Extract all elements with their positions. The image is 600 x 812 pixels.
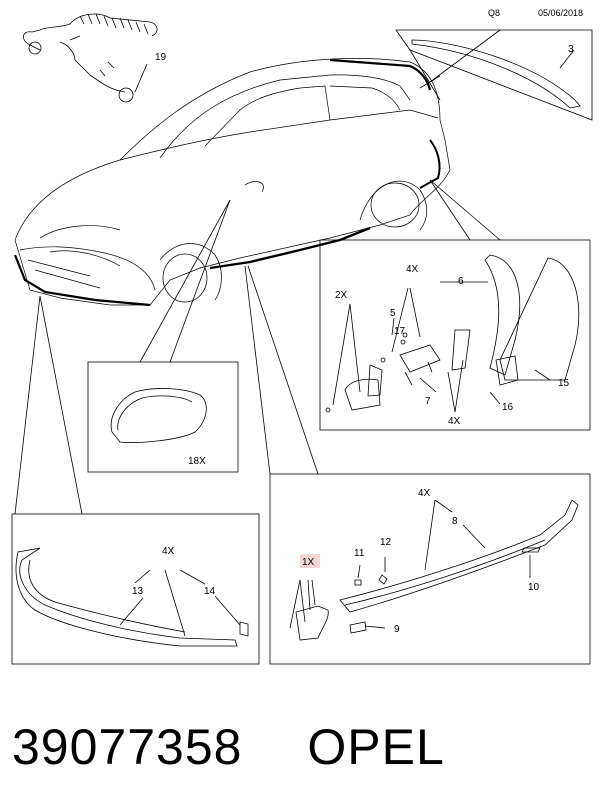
callout-14: 14	[204, 586, 216, 597]
callout-2x: 2X	[335, 290, 348, 301]
callout-4x-side: 4X	[418, 488, 431, 499]
diagram-code: Q8	[488, 8, 501, 18]
callout-7: 7	[425, 396, 431, 407]
leader-19	[134, 63, 148, 93]
callout-8: 8	[452, 516, 458, 527]
callout-1x-highlight	[300, 554, 320, 568]
car-body-drawing	[13, 58, 451, 307]
callout-17: 17	[394, 326, 406, 337]
callout-6: 6	[458, 276, 464, 287]
side-skirt-box	[269, 473, 591, 665]
callout-4x-top: 4X	[406, 264, 419, 275]
callout-5: 5	[390, 308, 396, 319]
brand-name: OPEL	[307, 719, 445, 775]
mirror-cap-part	[110, 388, 207, 443]
callout-4x-bottom: 4X	[448, 416, 461, 427]
mudflap-box	[319, 239, 591, 431]
callout-1x: 1X	[302, 557, 315, 568]
spoiler-box	[395, 29, 593, 121]
tow-rope-drawing	[23, 13, 158, 103]
callout-9: 9	[394, 624, 400, 635]
part-number: 39077358	[12, 719, 243, 775]
front-lip-part	[15, 547, 238, 647]
callout-12: 12	[380, 537, 392, 548]
rear-mudflap-parts	[325, 254, 580, 413]
mirror-box	[87, 361, 239, 473]
spoiler-part	[411, 39, 581, 109]
callout-3: 3	[568, 44, 574, 55]
callout-4x-front: 4X	[162, 546, 175, 557]
footer: 39077358 OPEL	[12, 712, 592, 782]
callout-19: 19	[155, 52, 167, 63]
callout-18x: 18X	[188, 456, 206, 467]
side-skirt-part	[339, 499, 579, 613]
callout-10: 10	[528, 582, 540, 593]
diagram-date: 05/06/2018	[538, 8, 584, 18]
callout-15: 15	[558, 378, 570, 389]
callout-16: 16	[502, 402, 514, 413]
front-spoiler-box	[11, 513, 260, 665]
callout-13: 13	[132, 586, 144, 597]
callout-11: 11	[354, 548, 365, 559]
